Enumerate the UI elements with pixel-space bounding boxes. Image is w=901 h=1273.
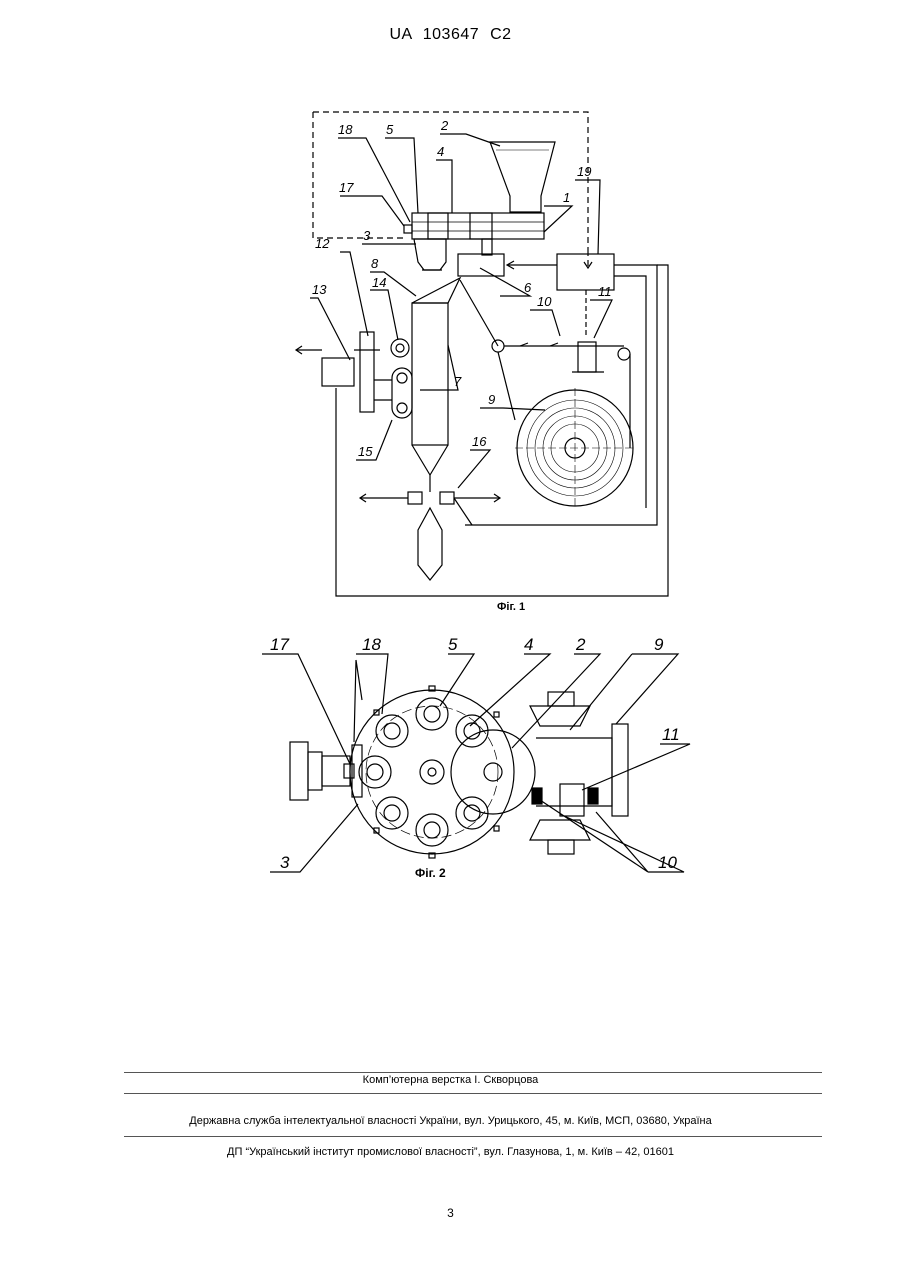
film-unit — [536, 738, 612, 806]
svg-text:2: 2 — [575, 635, 586, 654]
page-number: 3 — [0, 1206, 901, 1220]
svg-text:5: 5 — [448, 635, 458, 654]
svg-text:17: 17 — [270, 635, 289, 654]
footer-rule — [124, 1136, 822, 1137]
svg-text:18: 18 — [362, 635, 381, 654]
composer-line: Комп’ютерна верстка І. Скворцова — [0, 1074, 901, 1086]
institute-line: ДП “Український інститут промислової вла… — [0, 1146, 901, 1158]
svg-text:4: 4 — [524, 635, 533, 654]
hopper-disc — [451, 730, 535, 814]
svg-text:10: 10 — [658, 853, 677, 872]
svg-text:3: 3 — [280, 853, 290, 872]
footer-rule — [124, 1093, 822, 1094]
sensor-11b — [560, 784, 584, 816]
footer-rule — [124, 1072, 822, 1073]
svg-text:11: 11 — [662, 725, 680, 744]
dosing-cells — [359, 698, 488, 846]
agency-line: Державна служба інтелектуальної власност… — [0, 1115, 901, 1127]
figure-2-caption: Фіг. 2 — [415, 866, 446, 880]
drive-housing — [290, 742, 308, 800]
svg-text:9: 9 — [654, 635, 664, 654]
